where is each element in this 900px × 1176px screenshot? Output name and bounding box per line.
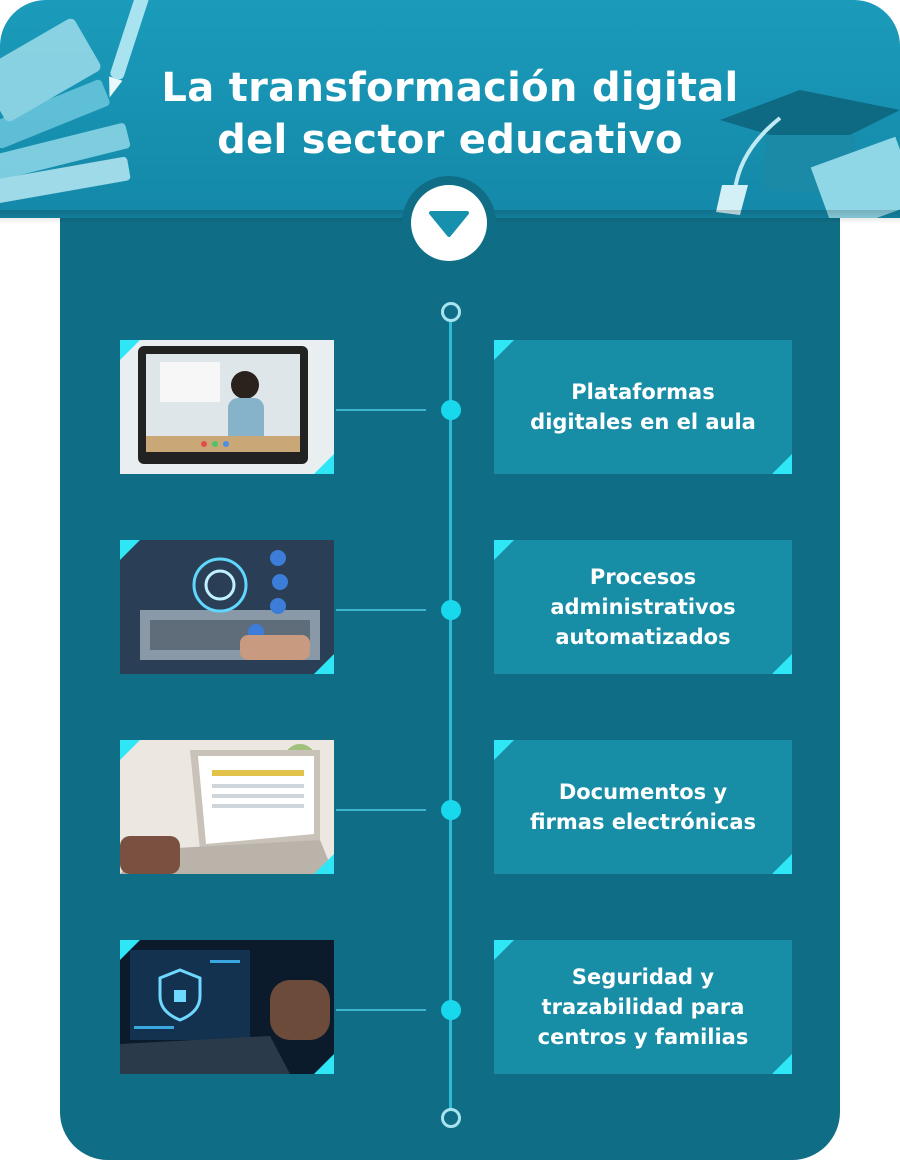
scroll-down-button[interactable] xyxy=(402,176,496,270)
feature-label-4: Seguridad y trazabilidad para centros y … xyxy=(537,965,749,1049)
connector-1 xyxy=(336,409,426,411)
title-line-1: La transformación digital xyxy=(161,65,739,111)
photo-online-lesson xyxy=(120,340,334,474)
connector-4 xyxy=(336,1009,426,1011)
timeline-end-marker xyxy=(441,1108,461,1128)
header-banner: La transformación digital del sector edu… xyxy=(0,0,900,218)
timeline-dot-2 xyxy=(441,600,461,620)
timeline-dot-1 xyxy=(441,400,461,420)
feature-card-1: Plataformas digitales en el aula xyxy=(494,340,792,474)
page-title: La transformación digital del sector edu… xyxy=(0,62,900,166)
photo-documents xyxy=(120,740,334,874)
feature-card-3: Documentos y firmas electrónicas xyxy=(494,740,792,874)
feature-label-3: Documentos y firmas electrónicas xyxy=(529,780,756,834)
timeline-start-marker xyxy=(441,302,461,322)
connector-3 xyxy=(336,809,426,811)
timeline-line xyxy=(449,320,452,1110)
timeline-dot-3 xyxy=(441,800,461,820)
feature-card-4: Seguridad y trazabilidad para centros y … xyxy=(494,940,792,1074)
feature-label-2: Procesos administrativos automatizados xyxy=(550,565,736,649)
title-line-2: del sector educativo xyxy=(217,117,683,163)
connector-2 xyxy=(336,609,426,611)
security-shield-icon xyxy=(120,940,334,1074)
header-decoration xyxy=(0,0,900,218)
automation-gear-icon xyxy=(120,540,334,674)
feature-card-2: Procesos administrativos automatizados xyxy=(494,540,792,674)
feature-label-1: Plataformas digitales en el aula xyxy=(530,380,756,434)
video-lesson-icon xyxy=(120,340,334,474)
timeline-dot-4 xyxy=(441,1000,461,1020)
photo-security xyxy=(120,940,334,1074)
laptop-documents-icon xyxy=(120,740,334,874)
photo-automation xyxy=(120,540,334,674)
chevron-down-icon xyxy=(429,211,469,237)
